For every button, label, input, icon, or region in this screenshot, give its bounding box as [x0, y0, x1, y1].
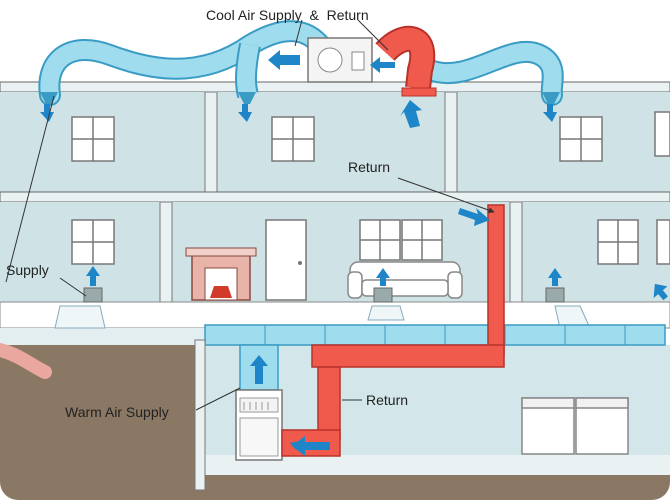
wall-divider — [159, 201, 173, 303]
airflow-arrow — [40, 50, 668, 456]
return-grille — [401, 87, 437, 97]
wall-divider — [509, 201, 523, 303]
cool-branch — [236, 43, 259, 98]
cool-supply-duct — [40, 22, 339, 104]
crawlspace — [0, 328, 205, 345]
window — [71, 111, 670, 265]
label-cool-air-supply-return: Cool Air Supply & Return — [206, 7, 369, 23]
basement-wall — [194, 339, 206, 491]
attic-return-duct — [376, 27, 434, 90]
fireplace — [185, 247, 257, 301]
furnace — [235, 389, 283, 461]
second-floor-slab — [0, 191, 670, 203]
wall-divider — [204, 91, 218, 193]
air-handler — [307, 37, 373, 83]
ceiling-vent — [40, 92, 560, 104]
label-warm-air-supply: Warm Air Supply — [65, 404, 169, 420]
return-duct — [281, 204, 505, 457]
label-return-lower: Return — [366, 392, 408, 408]
door — [265, 219, 307, 301]
sofa — [347, 261, 463, 299]
door-knob — [298, 261, 302, 265]
wall-divider — [444, 91, 458, 193]
flex-duct — [0, 343, 52, 379]
leader-line — [5, 19, 495, 411]
basement-floor — [205, 455, 670, 475]
attic-floor — [0, 81, 670, 93]
supply-trunk-duct — [204, 324, 666, 346]
cool-supply-duct — [421, 42, 562, 104]
label-return-upper: Return — [348, 159, 390, 175]
label-supply: Supply — [6, 262, 49, 278]
underfloor-duct — [54, 305, 591, 329]
washer-dryer — [521, 397, 629, 455]
